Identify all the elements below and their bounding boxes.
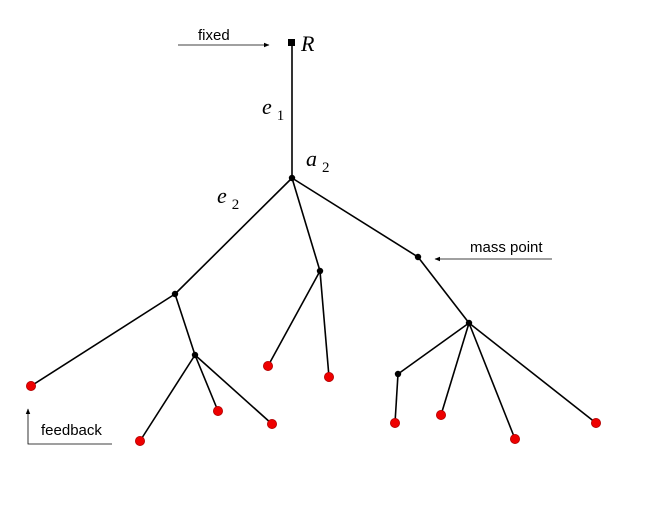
node-mid xyxy=(316,267,324,275)
leaf-node xyxy=(389,417,400,428)
edge-right-right2 xyxy=(417,256,470,324)
feedback-label: feedback xyxy=(41,422,102,439)
edge-mid-leaf5 xyxy=(267,270,321,367)
fixed-label: fixed xyxy=(198,27,230,44)
feedback-arrow xyxy=(25,408,112,445)
edge-left2-leaf3 xyxy=(194,354,219,412)
a2-base: a xyxy=(306,146,317,171)
leaf-node xyxy=(25,380,36,391)
tree-edges xyxy=(30,44,597,442)
a2-label: a 2 xyxy=(306,146,330,176)
edge-left-left2 xyxy=(174,293,196,356)
a2-subscript: 2 xyxy=(322,160,330,176)
node-left xyxy=(171,290,179,298)
edge-right3-leaf7 xyxy=(394,373,399,424)
e1-label: e 1 xyxy=(262,94,284,124)
leaf-node xyxy=(212,405,223,416)
leaf-node xyxy=(134,435,145,446)
pointer-arrows xyxy=(25,42,552,445)
leaf-node xyxy=(323,371,334,382)
e2-base: e xyxy=(217,183,227,208)
leaf-node xyxy=(262,360,273,371)
edge-a2-mid xyxy=(291,177,321,272)
edge-right2-leaf8 xyxy=(440,322,470,416)
edge-right2-right3 xyxy=(397,322,470,375)
e2-label: e 2 xyxy=(217,183,239,213)
leaf-node xyxy=(435,409,446,420)
edge-a2-right xyxy=(291,177,419,258)
leaf-node xyxy=(591,417,602,428)
node-right2 xyxy=(465,319,473,327)
mass-point-label: mass point xyxy=(470,239,543,256)
node-right xyxy=(414,253,422,261)
e1-base: e xyxy=(262,94,272,119)
edge-right2-leaf10 xyxy=(468,322,597,424)
edge-right2-leaf9 xyxy=(468,322,516,440)
edge-a2-left xyxy=(174,177,293,295)
leaf-nodes xyxy=(25,360,602,446)
e1-subscript: 1 xyxy=(277,108,285,124)
edge-left2-leaf2 xyxy=(139,354,196,442)
edge-left2-leaf4 xyxy=(194,354,273,425)
root-node xyxy=(288,39,295,46)
leaf-node xyxy=(266,418,277,429)
edge-mid-leaf6 xyxy=(319,270,330,378)
e2-subscript: 2 xyxy=(232,197,240,213)
node-a2 xyxy=(288,174,296,182)
inner-nodes xyxy=(171,174,473,378)
node-left2 xyxy=(191,351,199,359)
root-label: R xyxy=(300,31,315,56)
node-right3 xyxy=(394,370,402,378)
leaf-node xyxy=(509,433,520,444)
edge-left-leaf1 xyxy=(30,293,176,387)
